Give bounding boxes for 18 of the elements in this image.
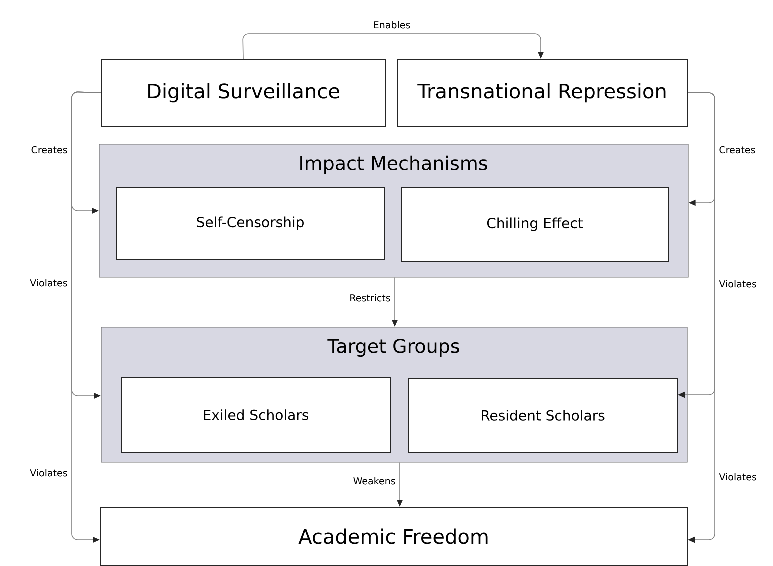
edge-label: Weakens [354, 477, 396, 485]
edge-label: Enables [374, 21, 410, 29]
edge-label: Violates [719, 280, 756, 288]
edge-label: Creates [720, 146, 756, 154]
process-box: Self-Censorship [116, 187, 385, 260]
edge-label: Violates [719, 473, 756, 481]
edge-label: Violates [30, 469, 68, 477]
arrow [242, 34, 544, 60]
process-box: Resident Scholars [408, 378, 678, 453]
process-box: Digital Surveillance [101, 59, 386, 127]
edge-label: Violates [30, 279, 68, 287]
process-box: Transnational Repression [397, 59, 688, 127]
edge-label: Creates [32, 146, 68, 154]
process-box: Chilling Effect [401, 187, 669, 262]
arrow [688, 92, 716, 544]
edge-label: Restricts [350, 294, 390, 302]
process-box: Academic Freedom [100, 507, 688, 566]
process-box: Exiled Scholars [121, 377, 391, 453]
